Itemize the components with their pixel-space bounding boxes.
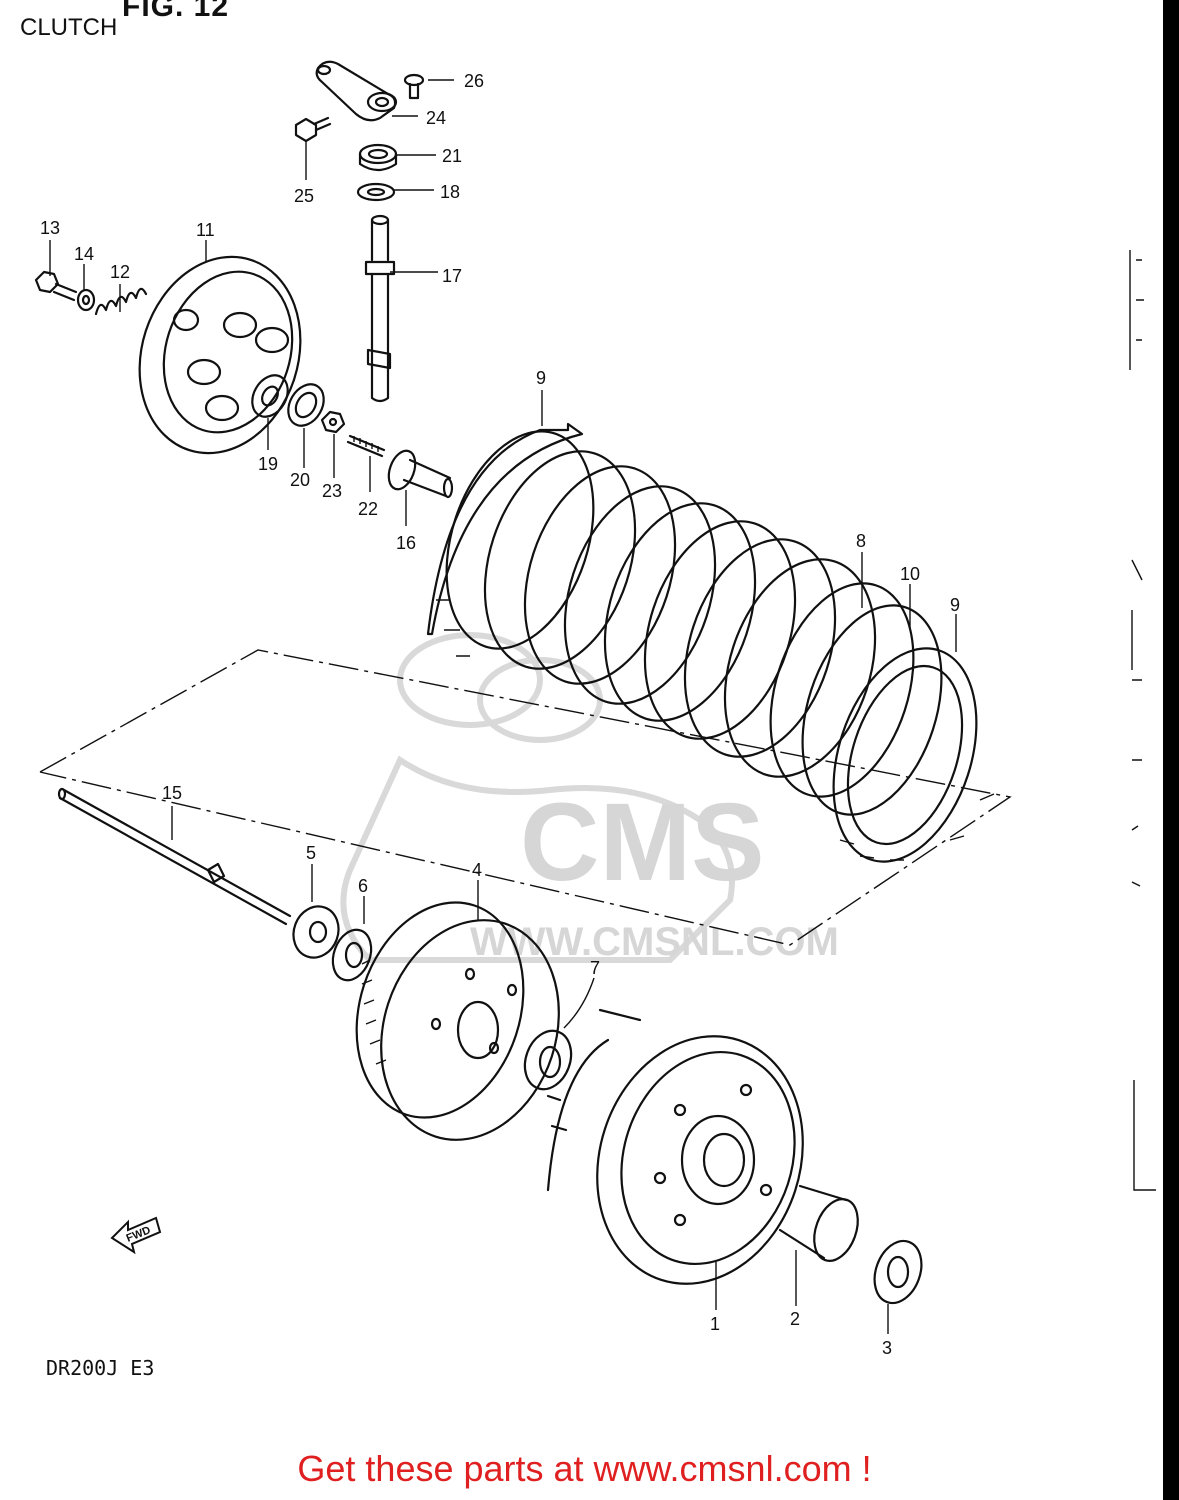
watermark-logo-text: CMS [520, 781, 764, 904]
callout-9-right: 9 [950, 595, 960, 615]
callout-4: 4 [472, 860, 482, 880]
callout-16: 16 [396, 533, 416, 553]
part-5-nut [292, 905, 340, 959]
part-21-oil-seal [358, 143, 398, 172]
callout-21: 21 [442, 146, 462, 166]
callout-9-top: 9 [536, 368, 546, 388]
part-25-bolt [294, 116, 332, 143]
callout-12: 12 [110, 262, 130, 282]
callout-15: 15 [162, 783, 182, 803]
part-20-bearing [287, 383, 325, 427]
part-3-washer [873, 1239, 923, 1305]
part-17-release-shaft [364, 214, 396, 403]
callout-11: 11 [196, 220, 215, 240]
scan-margin-marks [1129, 250, 1156, 1191]
part-22-screw [346, 434, 386, 458]
figure-number: FIG. 12 [122, 0, 230, 23]
leader-lines [49, 79, 957, 1334]
part-12-spring [94, 287, 148, 316]
callout-14: 14 [74, 244, 94, 264]
callout-2: 2 [790, 1309, 800, 1329]
part-15-push-rod [57, 787, 292, 926]
callout-8: 8 [856, 531, 866, 551]
part-14-washer [76, 288, 96, 312]
callout-1: 1 [710, 1314, 720, 1334]
fwd-arrow-icon: FWD [110, 1216, 162, 1255]
part-4-sleeve-hub [355, 901, 560, 1141]
part-11-pressure-plate [138, 255, 302, 455]
part-26-screw [403, 73, 425, 100]
callout-7: 7 [590, 958, 600, 978]
part-23-nut [320, 410, 346, 434]
callout-5: 5 [306, 843, 316, 863]
footer-link[interactable]: Get these parts at www.cmsnl.com ! [297, 1448, 872, 1489]
part-16-push-piece [387, 449, 454, 499]
callout-18: 18 [440, 182, 460, 202]
assembly-outline [39, 649, 1012, 946]
part-7-thrust-washer [523, 1029, 573, 1091]
part-13-bolt [34, 270, 78, 302]
part-24-release-arm [315, 60, 398, 122]
callout-6: 6 [358, 876, 368, 896]
callout-24: 24 [426, 108, 446, 128]
figure-subtitle: CLUTCH [20, 14, 118, 41]
model-code: DR200J E3 [46, 1356, 155, 1380]
callout-10: 10 [900, 564, 920, 584]
callout-13: 13 [40, 218, 60, 238]
part-2-spacer [778, 1184, 859, 1262]
callout-20: 20 [290, 470, 310, 490]
part-clutch-plate-stack [426, 422, 995, 863]
cms-watermark: CMS WWW.CMSNL.COM [340, 632, 839, 964]
watermark-url-text: WWW.CMSNL.COM [470, 920, 839, 964]
callout-26: 26 [464, 71, 484, 91]
callout-3: 3 [882, 1338, 892, 1358]
callout-25: 25 [294, 186, 314, 206]
callout-labels: 26 24 21 18 25 17 13 14 12 11 19 20 23 2… [40, 71, 960, 1358]
part-18-washer [356, 182, 396, 202]
callout-23: 23 [322, 481, 342, 501]
callout-19: 19 [258, 454, 278, 474]
callout-17: 17 [442, 266, 462, 286]
callout-22: 22 [358, 499, 378, 519]
part-19-washer [251, 374, 289, 418]
part-1-clutch-housing [546, 1008, 804, 1285]
scan-edge-bar [1163, 0, 1179, 1500]
